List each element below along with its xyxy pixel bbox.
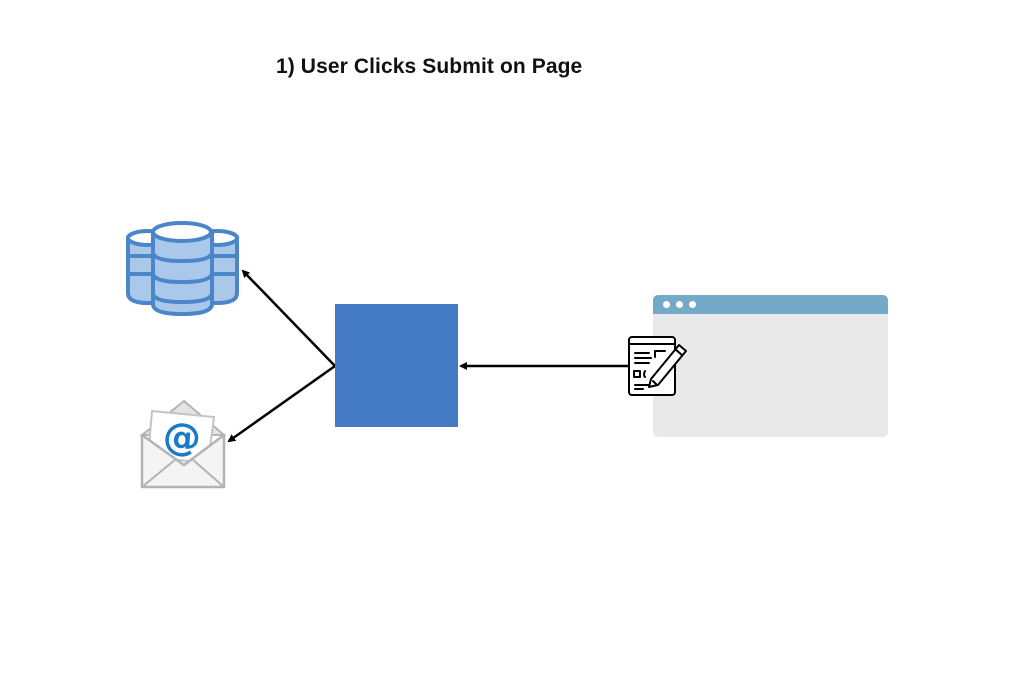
diagram-title: 1) User Clicks Submit on Page [276, 55, 583, 78]
form-edit-icon [628, 336, 687, 396]
window-dot [689, 301, 696, 308]
edge-process-to-email [227, 364, 336, 443]
email-at-icon: @ [139, 399, 227, 489]
window-dot [663, 301, 670, 308]
window-dot [676, 301, 683, 308]
process-box [335, 304, 458, 427]
browser-window-icon [653, 295, 888, 437]
database-icon [126, 221, 239, 317]
browser-titlebar [653, 295, 888, 314]
edge-process-to-database [241, 269, 336, 367]
